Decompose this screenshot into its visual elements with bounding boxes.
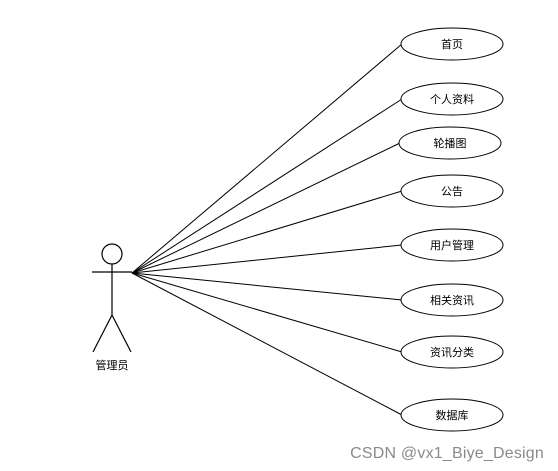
use-case-ellipse bbox=[400, 228, 504, 262]
use-case-label: 个人资料 bbox=[430, 92, 474, 106]
actor-left-leg bbox=[92, 314, 113, 353]
use-case-label: 数据库 bbox=[436, 408, 469, 422]
use-case: 相关资讯 bbox=[400, 283, 504, 317]
use-case-label: 首页 bbox=[441, 37, 463, 51]
use-case-ellipse bbox=[400, 82, 504, 116]
use-case-ellipse bbox=[398, 126, 502, 160]
use-case-ellipse bbox=[400, 335, 504, 369]
association-line bbox=[131, 272, 403, 416]
use-case: 公告 bbox=[400, 174, 504, 208]
use-case-label: 轮播图 bbox=[434, 136, 467, 150]
association-lines bbox=[131, 43, 403, 416]
use-case-label: 用户管理 bbox=[430, 238, 474, 252]
association-line bbox=[131, 272, 403, 301]
use-case: 首页 bbox=[400, 27, 504, 61]
association-line bbox=[131, 98, 403, 274]
use-case: 数据库 bbox=[400, 398, 504, 432]
use-case: 个人资料 bbox=[400, 82, 504, 116]
actor-administrator: 管理员 bbox=[92, 243, 132, 372]
actor-right-leg bbox=[111, 314, 132, 353]
watermark-text: CSDN @vx1_Biye_Design bbox=[350, 445, 544, 462]
use-case: 资讯分类 bbox=[400, 335, 504, 369]
use-case: 轮播图 bbox=[398, 126, 502, 160]
actor-label: 管理员 bbox=[96, 358, 129, 372]
association-line bbox=[131, 142, 401, 274]
use-case-label: 资讯分类 bbox=[430, 345, 474, 359]
association-line bbox=[131, 244, 403, 274]
association-line bbox=[131, 43, 403, 274]
use-case-ellipse bbox=[400, 283, 504, 317]
association-line bbox=[131, 272, 403, 353]
use-case-label: 公告 bbox=[441, 185, 463, 198]
use-case: 用户管理 bbox=[400, 228, 504, 262]
use-case-ellipse bbox=[400, 174, 504, 208]
use-case-label: 相关资讯 bbox=[430, 293, 474, 307]
association-line bbox=[131, 190, 403, 274]
use-case-ellipse bbox=[400, 27, 504, 61]
use-case-ellipse bbox=[400, 398, 504, 432]
actor-head bbox=[101, 243, 123, 265]
